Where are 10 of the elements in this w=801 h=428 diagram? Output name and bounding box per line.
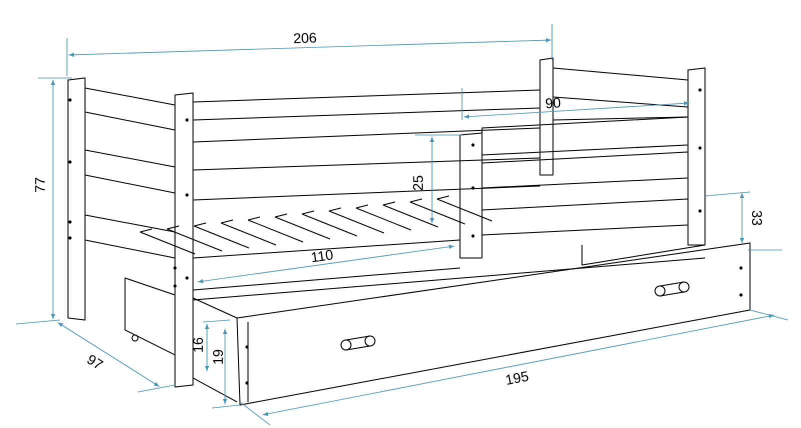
dimension-label: 33 xyxy=(752,210,762,226)
dimension-label: 97 xyxy=(87,355,104,368)
dimension-label: 195 xyxy=(506,371,528,385)
dimension-label: 90 xyxy=(546,98,560,108)
dimension-label: 16 xyxy=(193,338,203,352)
dimension-label: 206 xyxy=(294,32,316,44)
dimension-label: 77 xyxy=(35,178,45,192)
dimension-label: 25 xyxy=(413,176,423,190)
dimension-label: 110 xyxy=(312,250,333,262)
dimension-label: 19 xyxy=(213,350,223,364)
